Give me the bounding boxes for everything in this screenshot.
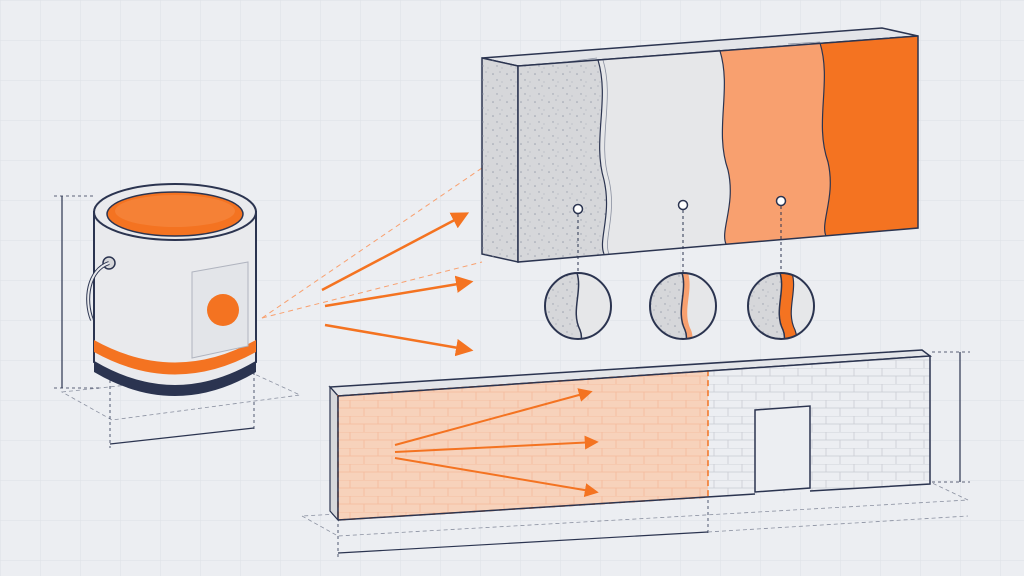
layer-primer-coat [598, 51, 730, 254]
layer-marker-primer [679, 201, 688, 210]
layer-final-paint-coat [820, 36, 918, 236]
door-opening-icon [755, 406, 810, 492]
paint-can-label-dot [207, 294, 239, 326]
layer-first-paint-coat [720, 43, 830, 244]
layer-marker-paint [777, 197, 786, 206]
layer-marker-concrete [574, 205, 583, 214]
